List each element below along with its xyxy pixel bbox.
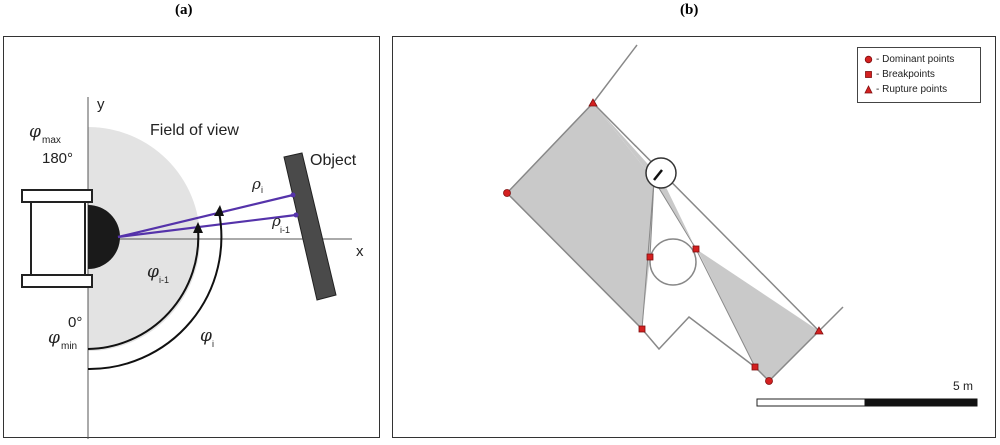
robot-bottom-wheel [21,274,93,288]
robot-heading [653,169,663,181]
phi-i-symbol: φ [200,326,212,346]
beam-end-i [290,192,296,198]
angle-180-label: 180° [42,150,73,167]
legend-item-rupture: - Rupture points [864,82,980,97]
arc-phi-i-1 [87,228,200,350]
phi-i-1-symbol: φ [147,262,159,282]
obstacle-circle [649,238,697,286]
circle-marker-icon [864,55,873,64]
object-bar [283,152,337,301]
sensor-dome [88,205,120,269]
dominant-point [765,377,773,385]
legend: - Dominant points - Breakpoints - Ruptur… [857,47,981,103]
legend-item-dominant: - Dominant points [864,52,980,67]
scale-bar-label: 5 m [952,379,973,393]
beam-rho-i [117,193,294,239]
beam-rho-i-1 [117,213,297,239]
rupture-point [814,326,824,335]
robot-body [30,201,86,276]
panel-a-sensor-diagram: y x Field of view Object 180° 0° φ max φ… [3,36,380,439]
breakpoint [638,325,646,333]
robot-top-wheel [21,189,93,203]
angle-0-label: 0° [68,314,82,331]
phi-i-1-subscript: i-1 [159,275,169,285]
legend-label-dominant: - Dominant points [876,54,955,65]
rho-i-subscript: i [261,185,263,195]
sensor-diagram-svg: y x Field of view Object 180° 0° φ max φ… [21,96,364,439]
ray-right-upper [653,179,697,250]
phi-max-symbol: φ [29,122,41,142]
legend-label-breakpoints: - Breakpoints [876,69,935,80]
square-marker-icon [865,71,872,78]
beam-end-i-1 [293,212,299,218]
x-axis-label: x [356,243,364,260]
wall-outline [505,44,844,383]
object-label: Object [310,152,357,169]
ray-right-lower [695,248,756,368]
caption-b: (b) [680,2,699,18]
rho-i-1-subscript: i-1 [280,225,290,235]
y-axis-label: y [97,96,105,113]
breakpoint [646,253,654,261]
scale-bar-black [864,398,978,407]
legend-label-rupture: - Rupture points [876,84,948,95]
phi-min-symbol: φ [48,328,60,348]
mapped-region-left [507,103,654,329]
panel-b-segmentation-map: - Dominant points - Breakpoints - Ruptur… [392,36,996,438]
caption-a: (a) [175,2,193,18]
phi-max-subscript: max [42,135,61,146]
breakpoint [692,245,700,253]
field-of-view-label: Field of view [150,122,239,139]
segmentation-map-svg [503,44,978,407]
phi-i-subscript: i [212,339,214,349]
rho-i-1-symbol: ρ [271,212,281,230]
triangle-marker-icon [864,85,873,94]
arc-phi-i [87,211,223,371]
legend-item-breakpoints: - Breakpoints [864,67,980,82]
arc-phi-i-1-arrow [193,222,203,233]
arc-phi-i-arrow [214,205,224,216]
breakpoint [751,363,759,371]
upper-wall [592,102,820,332]
scale-bar-white [756,398,866,407]
rupture-point [588,98,598,107]
phi-min-subscript: min [61,341,77,352]
rho-i-symbol: ρ [251,175,261,193]
dominant-point [503,189,511,197]
